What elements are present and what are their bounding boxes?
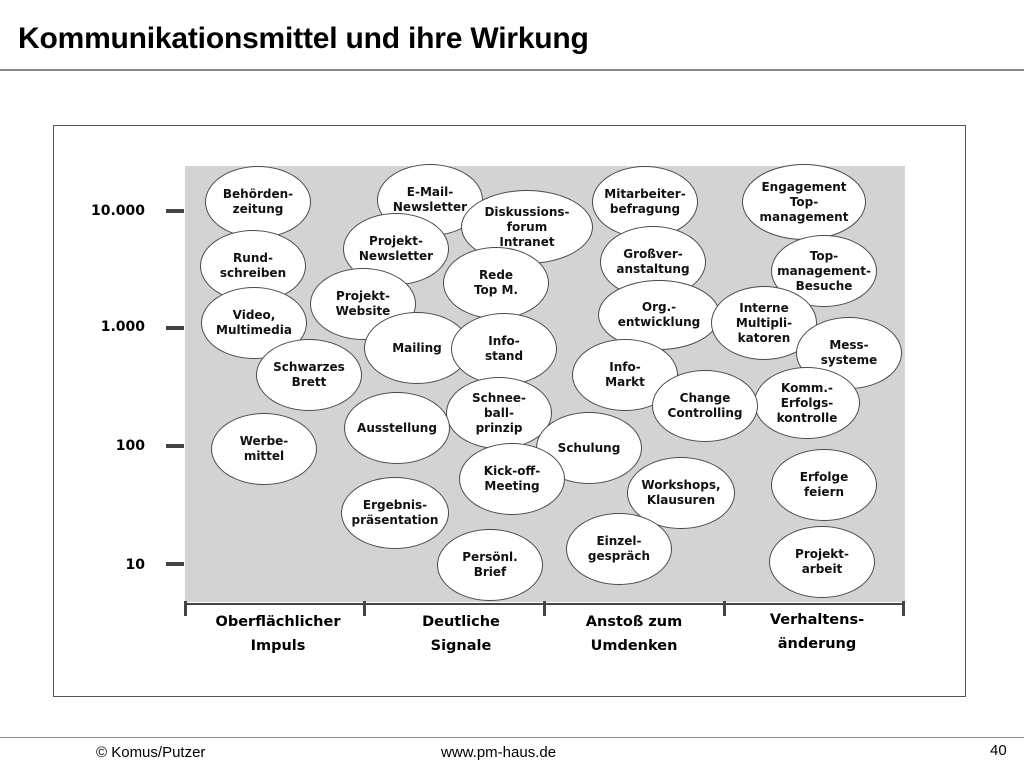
bubble-werbemittel: Werbe- mittel xyxy=(211,413,317,485)
bubble-label: Mitarbeiter- befragung xyxy=(604,187,686,216)
bubble-projekt-website: Projekt- Website xyxy=(310,268,416,340)
x-category-verhaltensaenderung: Verhaltens- änderung xyxy=(732,608,902,656)
bubble-label: Ausstellung xyxy=(357,420,437,435)
bubble-label: Kick-off- Meeting xyxy=(483,464,541,493)
y-tick-label-1000: 1.000 xyxy=(100,319,145,335)
bubble-label: Engagement Top- management xyxy=(759,179,849,224)
x-category-line2: Signale xyxy=(430,638,492,654)
bubble-label: Ergebnis- präsentation xyxy=(351,498,439,527)
bubble-rede-top-m: Rede Top M. xyxy=(443,247,549,319)
y-tick-label-10000: 10.000 xyxy=(90,203,145,219)
bubble-label: Komm.- Erfolgs- kontrolle xyxy=(776,380,838,425)
footer-copyright: © Komus/Putzer xyxy=(96,744,206,761)
bubble-label: Persönl. Brief xyxy=(462,550,518,579)
bubble-behoerdenzeitung: Behörden- zeitung xyxy=(205,166,311,238)
x-category-line2: Impuls xyxy=(250,638,306,654)
bubble-label: Info- Markt xyxy=(605,360,645,389)
bubble-label: Werbe- mittel xyxy=(239,434,289,463)
x-category-deutliche-signale: Deutliche Signale xyxy=(376,610,546,658)
x-category-line2: änderung xyxy=(777,636,857,652)
bubble-label: E-Mail- Newsletter xyxy=(392,185,468,214)
bubble-label: Schulung xyxy=(557,440,621,455)
bubble-label: Workshops, Klausuren xyxy=(641,478,721,507)
bubble-mailing: Mailing xyxy=(364,312,470,384)
bubble-einzelgespraech: Einzel- gespräch xyxy=(566,513,672,585)
x-category-line1: Anstoß zum xyxy=(585,614,683,630)
x-category-line1: Deutliche xyxy=(422,614,500,630)
bubble-label: Einzel- gespräch xyxy=(587,534,651,563)
x-tick-mark xyxy=(543,601,546,616)
bubble-label: Change Controlling xyxy=(667,391,743,420)
x-category-line2: Umdenken xyxy=(590,638,678,654)
x-category-line1: Verhaltens- xyxy=(769,612,865,628)
x-tick-mark xyxy=(363,601,366,616)
bubble-komm-erfolgskontrolle: Komm.- Erfolgs- kontrolle xyxy=(754,367,860,439)
bubble-schneeballprinzip: Schnee- ball- prinzip xyxy=(446,377,552,449)
bubble-label: Erfolge feiern xyxy=(799,470,849,499)
bubble-label: Video, Multimedia xyxy=(216,308,292,337)
bubble-label: Schnee- ball- prinzip xyxy=(471,390,527,435)
bubble-change-controlling: Change Controlling xyxy=(652,370,758,442)
bubble-label: Projekt- Website xyxy=(335,289,391,318)
title-divider xyxy=(0,69,1024,71)
bubble-label: Behörden- zeitung xyxy=(222,187,294,216)
bubble-engagement-top-management: Engagement Top- management xyxy=(742,164,866,240)
bubble-label: Mess- systeme xyxy=(820,338,878,367)
bubble-label: Schwarzes Brett xyxy=(273,360,345,389)
page-number: 40 xyxy=(990,742,1007,759)
bubble-ausstellung: Ausstellung xyxy=(344,392,450,464)
bubble-label: Org.- entwicklung xyxy=(617,300,701,329)
bubble-label: Interne Multipli- katoren xyxy=(735,300,793,345)
bubble-label: Mailing xyxy=(392,340,442,355)
y-tick-mark xyxy=(166,326,184,330)
x-category-anstoss-zum-umdenken: Anstoß zum Umdenken xyxy=(549,610,719,658)
footer-website: www.pm-haus.de xyxy=(441,744,557,761)
x-tick-mark xyxy=(184,601,187,616)
bubble-ergebnispraesentation: Ergebnis- präsentation xyxy=(341,477,449,549)
bubble-persoenl-brief: Persönl. Brief xyxy=(437,529,543,601)
y-tick-label-100: 100 xyxy=(115,438,145,454)
x-category-line1: Oberflächlicher xyxy=(215,614,341,630)
x-tick-mark xyxy=(902,601,905,616)
bubble-infostand: Info- stand xyxy=(451,313,557,385)
bubble-label: Projekt- Newsletter xyxy=(358,234,434,263)
bubble-projektarbeit: Projekt- arbeit xyxy=(769,526,875,598)
bubble-schwarzes-brett: Schwarzes Brett xyxy=(256,339,362,411)
y-tick-mark xyxy=(166,209,184,213)
bubble-label: Großver- anstaltung xyxy=(616,247,690,276)
x-category-oberflaechlicher-impuls: Oberflächlicher Impuls xyxy=(193,610,363,658)
bubble-label: Diskussions- forum Intranet xyxy=(484,204,570,249)
bubble-label: Rund- schreiben xyxy=(219,251,287,280)
x-tick-mark xyxy=(723,601,726,616)
bubble-kick-off-meeting: Kick-off- Meeting xyxy=(459,443,565,515)
bubble-label: Rede Top M. xyxy=(473,268,519,297)
y-tick-mark xyxy=(166,562,184,566)
bubble-label: Projekt- arbeit xyxy=(795,547,849,576)
y-tick-mark xyxy=(166,444,184,448)
y-tick-label-10: 10 xyxy=(125,557,145,573)
bubble-label: Top- management- Besuche xyxy=(777,248,871,293)
bubble-label: Info- stand xyxy=(484,334,524,363)
slide-title: Kommunikationsmittel und ihre Wirkung xyxy=(18,22,589,55)
footer-divider xyxy=(0,737,1024,738)
bubble-erfolge-feiern: Erfolge feiern xyxy=(771,449,877,521)
